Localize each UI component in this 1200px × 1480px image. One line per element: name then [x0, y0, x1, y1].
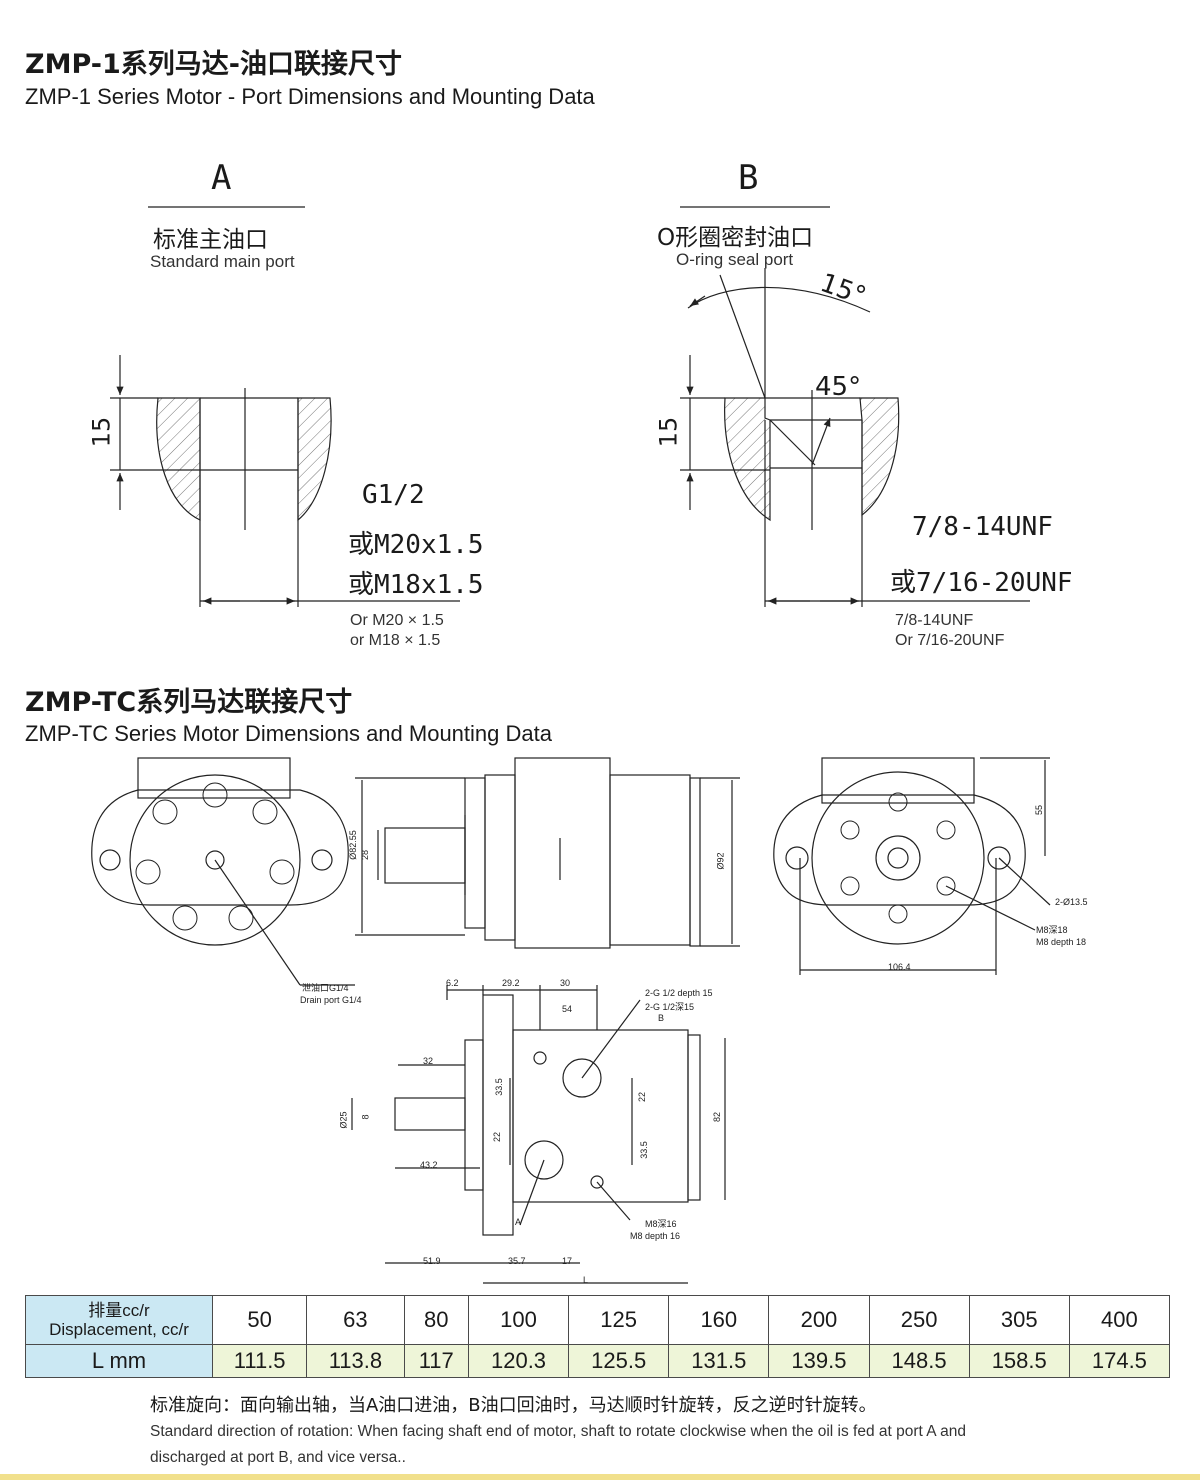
displacement-length-table: 排量cc/r Displacement, cc/r 50 63 80 100 1…: [25, 1295, 1171, 1378]
drawing-label-l: L: [583, 1275, 589, 1285]
dim-6-2: 6.2: [446, 978, 459, 988]
table-cell: 100: [467, 1295, 570, 1345]
dim-106: 106.4: [888, 962, 911, 972]
drawing-label-b: B: [658, 1013, 665, 1023]
dim-17: 17: [562, 1256, 573, 1266]
rear-view-right: [773, 757, 1051, 975]
port-b-drawing: [680, 206, 1030, 607]
table-header-displacement: 排量cc/r Displacement, cc/r: [25, 1295, 213, 1345]
table-cell: 158.5: [968, 1344, 1070, 1378]
drain-label-cn: 泄油口G1/4: [302, 983, 349, 993]
dim-33-5-right: 33.5: [638, 1141, 649, 1159]
section1-title-cn: ZMP-1系列马达-油口联接尺寸: [25, 49, 402, 80]
port-a-name-cn: 标准主油口: [153, 227, 268, 253]
dim-m8-en: M8 depth 18: [1036, 937, 1087, 947]
table-cell: 80: [403, 1295, 469, 1345]
port-a-thread-1: G1/2: [362, 480, 425, 510]
table-row-length: L mm 111.5 113.8 117 120.3 125.5 131.5 1…: [25, 1344, 1171, 1378]
dim-43-2: 43.2: [420, 1160, 438, 1170]
bottom-accent-bar: [0, 1474, 1200, 1480]
dim-51-9: 51.9: [423, 1256, 441, 1266]
front-view-left: [91, 757, 355, 986]
rotation-note-en-1: Standard direction of rotation: When fac…: [150, 1423, 966, 1440]
port-b-name-cn: O形圈密封油口: [657, 225, 814, 251]
dim-54: 54: [562, 1004, 573, 1014]
section2-title-cn: ZMP-TC系列马达联接尺寸: [25, 687, 353, 718]
dim-pilot-dia: Ø82.55: [347, 830, 358, 860]
table-cell: 305: [968, 1295, 1070, 1345]
port-a-depth: 15: [87, 416, 116, 448]
table-cell: 148.5: [868, 1344, 970, 1378]
dim-30: 30: [560, 978, 571, 988]
side-view-top: [355, 757, 740, 949]
dim-32: 32: [423, 1056, 434, 1066]
table-cell: 111.5: [211, 1344, 308, 1378]
drain-label-en: Drain port G1/4: [300, 995, 362, 1005]
rotation-note-en-2: discharged at port B, and vice versa..: [150, 1449, 406, 1466]
dim-shaft-pilot: 28: [360, 849, 371, 861]
port-b-alt-en-1: 7/8-14UNF: [895, 612, 974, 629]
port-a-drawing: [110, 206, 460, 607]
port-b-thread-2: 或7/16-20UNF: [890, 568, 1073, 598]
port-b-alt-en-2: Or 7/16-20UNF: [895, 632, 1005, 649]
port-a-alt-en-1: Or M20 × 1.5: [350, 612, 444, 629]
table-cell: 250: [868, 1295, 970, 1345]
dim-92: Ø92: [715, 852, 726, 870]
port-b-letter: B: [738, 158, 759, 198]
dim-29-2: 29.2: [502, 978, 520, 988]
port-b-name-en: O-ring seal port: [676, 250, 794, 269]
dim-55: 55: [1034, 804, 1045, 816]
table-header-en: Displacement, cc/r: [49, 1320, 189, 1339]
table-cell: 400: [1068, 1295, 1171, 1345]
table-cell: 113.8: [306, 1344, 405, 1378]
port-a-letter: A: [211, 158, 232, 198]
dim-22-left: 22: [492, 1131, 503, 1143]
rotation-note-cn: 标准旋向：面向输出轴，当A油口进油，B油口回油时，马达顺时针旋转，反之逆时针旋转…: [150, 1395, 877, 1416]
dim-m8-16-cn: M8深16: [645, 1219, 677, 1229]
table-cell: 174.5: [1068, 1344, 1171, 1378]
table-cell: 200: [768, 1295, 870, 1345]
dim-m8-16-en: M8 depth 16: [630, 1231, 681, 1241]
dim-35-7: 35.7: [508, 1256, 526, 1266]
dim-shaft-dia: Ø25: [338, 1111, 349, 1129]
port-g12-en: 2-G 1/2 depth 15: [645, 988, 713, 998]
dim-key-width: 8: [360, 1114, 371, 1120]
section2-title-en: ZMP-TC Series Motor Dimensions and Mount…: [25, 721, 552, 746]
table-row-displacement: 排量cc/r Displacement, cc/r 50 63 80 100 1…: [25, 1295, 1171, 1345]
table-cell: 63: [306, 1295, 405, 1345]
section1-title-en: ZMP-1 Series Motor - Port Dimensions and…: [25, 84, 595, 109]
port-a-thread-3: 或M18x1.5: [348, 570, 484, 600]
table-cell: 131.5: [668, 1344, 770, 1378]
side-view-bottom: [351, 985, 726, 1284]
port-b-angle-chamfer: 45°: [815, 372, 862, 402]
port-g12-cn: 2-G 1/2深15: [645, 1002, 695, 1012]
port-a-name-en: Standard main port: [150, 252, 295, 271]
table-cell: 139.5: [768, 1344, 870, 1378]
table-cell: 160: [668, 1295, 770, 1345]
port-b-thread-1: 7/8-14UNF: [912, 512, 1053, 542]
table-cell: 125.5: [568, 1344, 670, 1378]
table-header-cn: 排量cc/r: [88, 1301, 150, 1320]
dim-22-right: 22: [637, 1091, 648, 1103]
dim-33-5-left: 33.5: [493, 1078, 504, 1096]
table-header-length: L mm: [25, 1344, 213, 1378]
dim-82: 82: [712, 1111, 723, 1123]
port-b-depth: 15: [654, 416, 683, 448]
table-cell: 117: [403, 1344, 469, 1378]
dim-holes: 2-Ø13.5: [1055, 897, 1088, 907]
table-cell: 50: [211, 1295, 308, 1345]
port-a-thread-2: 或M20x1.5: [348, 530, 484, 560]
table-cell: 125: [568, 1295, 670, 1345]
drawing-label-a: A: [515, 1217, 522, 1227]
table-cell: 120.3: [467, 1344, 570, 1378]
port-a-alt-en-2: or M18 × 1.5: [350, 632, 441, 649]
dim-m8-cn: M8深18: [1036, 925, 1068, 935]
